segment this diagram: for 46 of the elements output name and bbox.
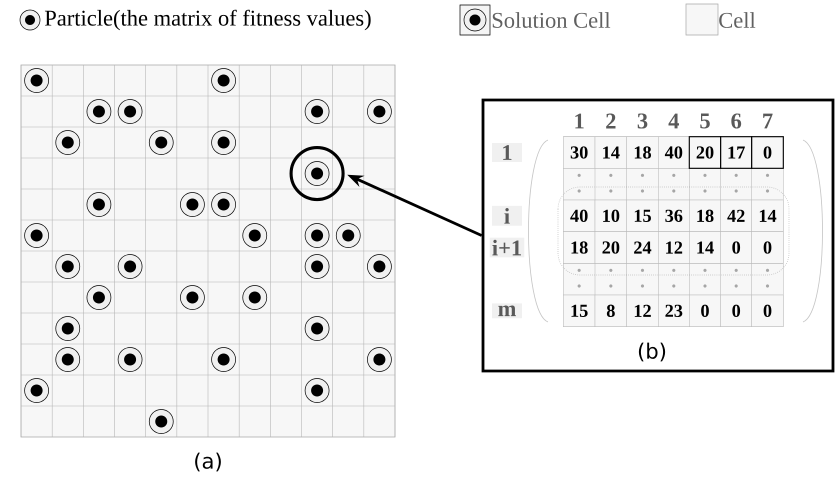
table-cell: 15 [563, 294, 596, 327]
table-cell: 10 [594, 200, 627, 232]
table-cell: 15 [626, 200, 659, 232]
legend-text: Particle(the matrix of fitness values) [44, 10, 371, 30]
column-header: 7 [763, 114, 773, 128]
table-cell: 12 [626, 294, 659, 327]
panel-caption: (b) [638, 342, 666, 362]
table-cell: 40 [658, 136, 690, 169]
table-cell: 20 [594, 231, 627, 264]
legend-text: Solution Cell [492, 12, 610, 28]
table-cell: 0 [720, 231, 752, 264]
table-cell: 14 [594, 136, 627, 169]
column-header: 2 [606, 114, 616, 128]
column-header: 5 [700, 114, 710, 128]
matrix-panel [482, 98, 834, 372]
table-cell: 20 [688, 136, 722, 169]
table-cell: 18 [689, 200, 721, 232]
table-cell: 23 [658, 294, 690, 327]
highlight-circle [290, 146, 345, 202]
table-cell: 0 [751, 136, 784, 169]
legend-text: Cell [719, 12, 756, 28]
row-label: 1 [492, 142, 522, 162]
table-cell: 0 [751, 231, 784, 264]
table-cell: 17 [720, 136, 752, 169]
table-cell: 0 [751, 294, 784, 327]
row-label: m [492, 303, 522, 318]
table-cell: 36 [658, 200, 690, 232]
table-cell: 12 [658, 231, 690, 264]
column-header: 6 [731, 113, 742, 129]
table-cell: 14 [751, 200, 784, 232]
panel-caption: (a) [195, 452, 221, 472]
table-cell: 24 [626, 231, 659, 264]
table-cell: 14 [689, 231, 721, 264]
table-cell: 0 [720, 294, 752, 327]
table-cell: 0 [689, 294, 721, 327]
table-cell: 40 [563, 200, 596, 232]
table-cell: 30 [563, 136, 596, 169]
table-cell: 42 [720, 200, 752, 232]
column-header: 4 [668, 114, 679, 128]
table-cell: 18 [626, 136, 659, 169]
column-header: 1 [575, 114, 584, 128]
column-header: 3 [638, 113, 648, 129]
row-label: i [492, 206, 522, 226]
table-cell: 8 [594, 294, 627, 327]
row-label: i+1 [490, 238, 524, 258]
table-cell: 18 [563, 231, 596, 264]
